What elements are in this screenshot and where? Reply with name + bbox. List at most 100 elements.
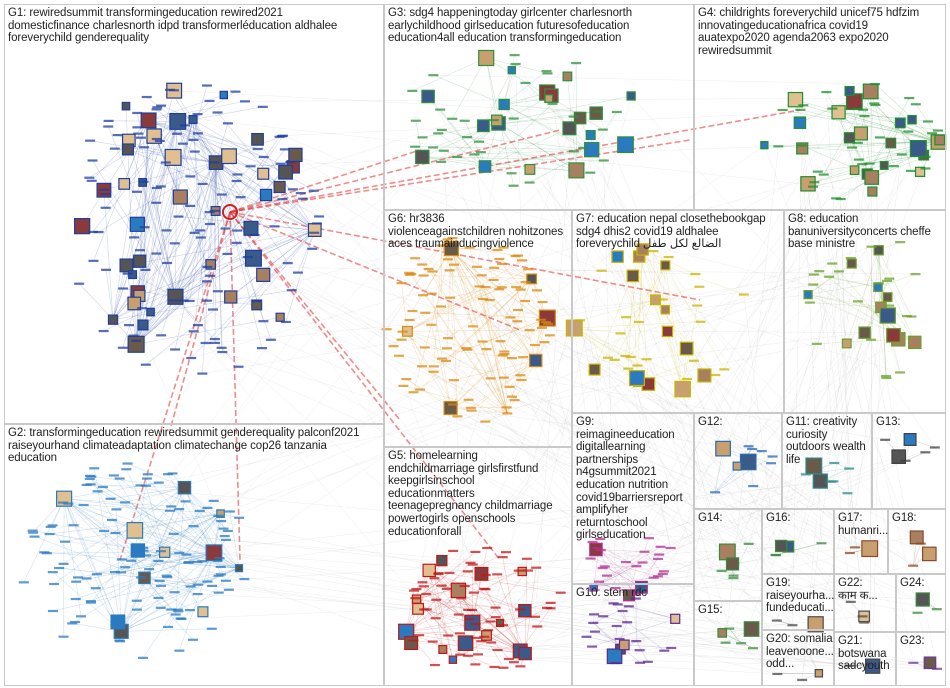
node-label-g2: [167, 472, 178, 475]
group-label-g22: G22: काम क...: [838, 577, 878, 602]
group-box-g23: G23:: [896, 632, 946, 686]
group-label-g13: G13:: [876, 416, 901, 428]
edge-g3: [484, 103, 553, 167]
node-label-g4: [869, 102, 880, 105]
node-label-g1: [138, 180, 149, 183]
group-box-g8: G8: education banuniversityconcerts chef…: [784, 210, 946, 413]
node-label-g1: [212, 290, 223, 293]
node-label-g2: [29, 535, 40, 538]
edge-g4: [838, 111, 939, 143]
edge-g2: [63, 498, 191, 587]
node-label-g1: [179, 124, 190, 127]
edge-between-groups: [403, 385, 474, 565]
node-label-g5: [456, 597, 467, 600]
node-label-g1: [220, 227, 231, 230]
node-label-g7: [695, 320, 706, 323]
edge-between-groups: [406, 378, 734, 576]
edge-g1: [127, 149, 315, 231]
node-label-g2: [91, 573, 102, 576]
node-label-g2: [47, 571, 58, 574]
node-label-g3: [433, 132, 444, 135]
node-label-g1: [131, 190, 142, 193]
edge-between-groups: [625, 355, 856, 548]
node-label-g1: [204, 211, 215, 214]
group-label-g18: G18:: [892, 512, 917, 524]
edge-between-groups: [525, 614, 595, 654]
node-avatar-g10: [670, 613, 681, 624]
node-label-g1: [86, 179, 97, 182]
edge-g1: [177, 121, 313, 249]
edge-g10: [622, 610, 628, 623]
node-label-g6: [452, 415, 463, 418]
node-label-g6: [420, 311, 431, 314]
node-label-g10: [611, 624, 622, 628]
edge-between-groups: [491, 642, 873, 667]
edge-g2: [96, 551, 165, 575]
node-avatar-g6: [526, 273, 538, 285]
edge-g9: [593, 546, 661, 588]
edge-g4: [849, 137, 868, 175]
node-label-g2: [166, 608, 177, 611]
node-label-g2: [202, 506, 213, 510]
node-label-g6: [436, 357, 447, 360]
edge-g3: [464, 120, 486, 167]
edge-g9: [593, 577, 654, 588]
node-avatar-g20: [814, 669, 824, 678]
node-avatar-g1: [107, 314, 119, 325]
node-label-g1: [189, 150, 200, 153]
node-label-g6: [536, 326, 547, 329]
node-label-g4: [808, 185, 819, 188]
node-label-g2: [131, 599, 142, 602]
edge-between-groups: [481, 275, 923, 600]
node-label-g6: [498, 376, 509, 379]
edge-strong: [229, 109, 801, 213]
node-label-g5: [498, 666, 509, 669]
edge-g10: [592, 618, 676, 647]
edge-between-groups: [409, 319, 773, 457]
node-label-g7: [615, 332, 626, 335]
node-label-g22: [857, 615, 868, 618]
edge-g2: [121, 628, 212, 632]
node-label-g22: [859, 621, 870, 624]
node-label-g1: [233, 365, 244, 368]
node-label-g16: [770, 553, 781, 557]
node-label-g6: [501, 406, 512, 409]
node-label-g6: [448, 379, 459, 382]
node-avatar-g3: [478, 49, 495, 67]
node-avatar-g4: [796, 142, 809, 155]
node-label-g1: [140, 268, 151, 271]
node-avatar-g4: [909, 139, 927, 158]
node-label-g10: [642, 660, 653, 663]
node-label-g8: [866, 245, 877, 248]
node-avatar-g4: [907, 114, 917, 125]
node-label-g12: [710, 491, 721, 494]
edge-between-groups: [411, 642, 871, 665]
node-label-g18: [915, 542, 926, 545]
edge-between-groups: [647, 332, 865, 662]
node-label-g5: [531, 566, 542, 569]
node-avatar-g8: [803, 289, 813, 300]
edge-g8: [809, 302, 881, 308]
node-avatar-g1: [188, 114, 198, 125]
node-label-g1: [192, 324, 203, 327]
edge-g1: [192, 119, 314, 191]
edge-between-groups: [727, 339, 872, 553]
node-avatar-g4: [793, 116, 807, 129]
node-label-g6: [517, 259, 528, 262]
edge-between-groups: [550, 561, 627, 603]
node-label-g2: [63, 502, 74, 505]
edge-between-groups: [614, 359, 851, 602]
edge-between-groups: [872, 307, 882, 667]
node-label-g10: [610, 661, 621, 665]
node-avatar-g4: [879, 161, 889, 170]
node-label-g17: [844, 551, 855, 555]
node-label-g6: [423, 267, 434, 271]
node-label-g1: [258, 155, 269, 159]
edge-between-groups: [120, 129, 443, 573]
node-label-g2: [168, 532, 179, 535]
node-label-g10: [630, 597, 641, 600]
node-label-g10: [608, 602, 619, 605]
node-label-g1: [202, 265, 213, 268]
node-avatar-g4: [760, 141, 769, 150]
edge-g2: [142, 487, 185, 548]
